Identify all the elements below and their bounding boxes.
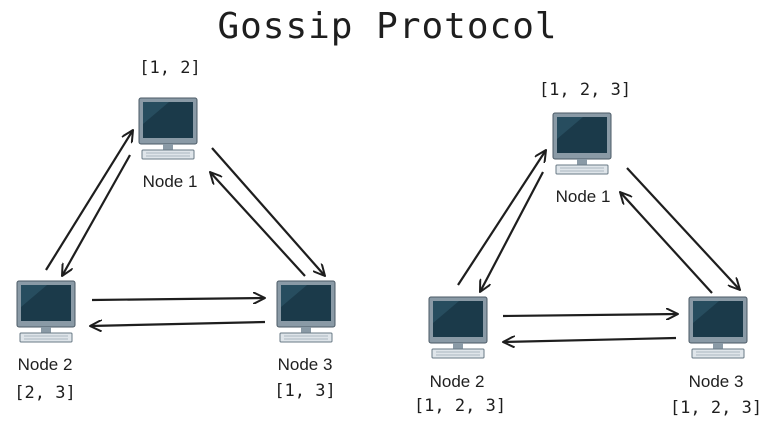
right-arrow-node3-to-node2 [503, 338, 677, 342]
left-node2-computer-icon [16, 280, 76, 343]
right-arrow-node2-to-node1 [457, 150, 546, 286]
left-node2-label: Node 2 [17, 355, 73, 374]
left-arrow-node2-to-node3 [91, 298, 265, 300]
left-arrow-node2-to-node1 [45, 130, 133, 271]
right-node1-state: [1, 2, 3] [538, 80, 632, 100]
right-arrow-node1-to-node3 [626, 167, 740, 290]
right-node3-computer-icon [688, 296, 748, 359]
left-node3-label: Node 3 [277, 355, 333, 374]
left-diagram [16, 97, 336, 343]
left-arrow-node1-to-node2 [62, 154, 131, 276]
left-node3-state: [1, 3] [274, 381, 336, 401]
left-arrow-node3-to-node1 [210, 172, 306, 277]
right-node3-label: Node 3 [688, 372, 744, 391]
right-node3-state: [1, 2, 3] [669, 398, 763, 418]
left-node3-computer-icon [276, 280, 336, 343]
right-node2-state: [1, 2, 3] [413, 396, 507, 416]
left-node1-state: [1, 2] [139, 58, 201, 78]
left-arrow-node3-to-node2 [90, 322, 266, 326]
right-arrow-node3-to-node1 [620, 192, 713, 294]
right-node2-computer-icon [428, 296, 488, 359]
left-node1-label: Node 1 [142, 172, 198, 191]
right-diagram [428, 112, 748, 359]
left-node2-state: [2, 3] [14, 383, 76, 403]
right-node2-label: Node 2 [429, 372, 485, 391]
right-node1-label: Node 1 [555, 187, 611, 206]
right-arrow-node1-to-node2 [480, 171, 544, 292]
left-node1-computer-icon [138, 97, 198, 160]
diagram-title: Gossip Protocol [217, 6, 558, 47]
right-arrow-node2-to-node3 [502, 314, 678, 316]
left-arrow-node1-to-node3 [211, 147, 325, 276]
right-node1-computer-icon [552, 112, 612, 175]
